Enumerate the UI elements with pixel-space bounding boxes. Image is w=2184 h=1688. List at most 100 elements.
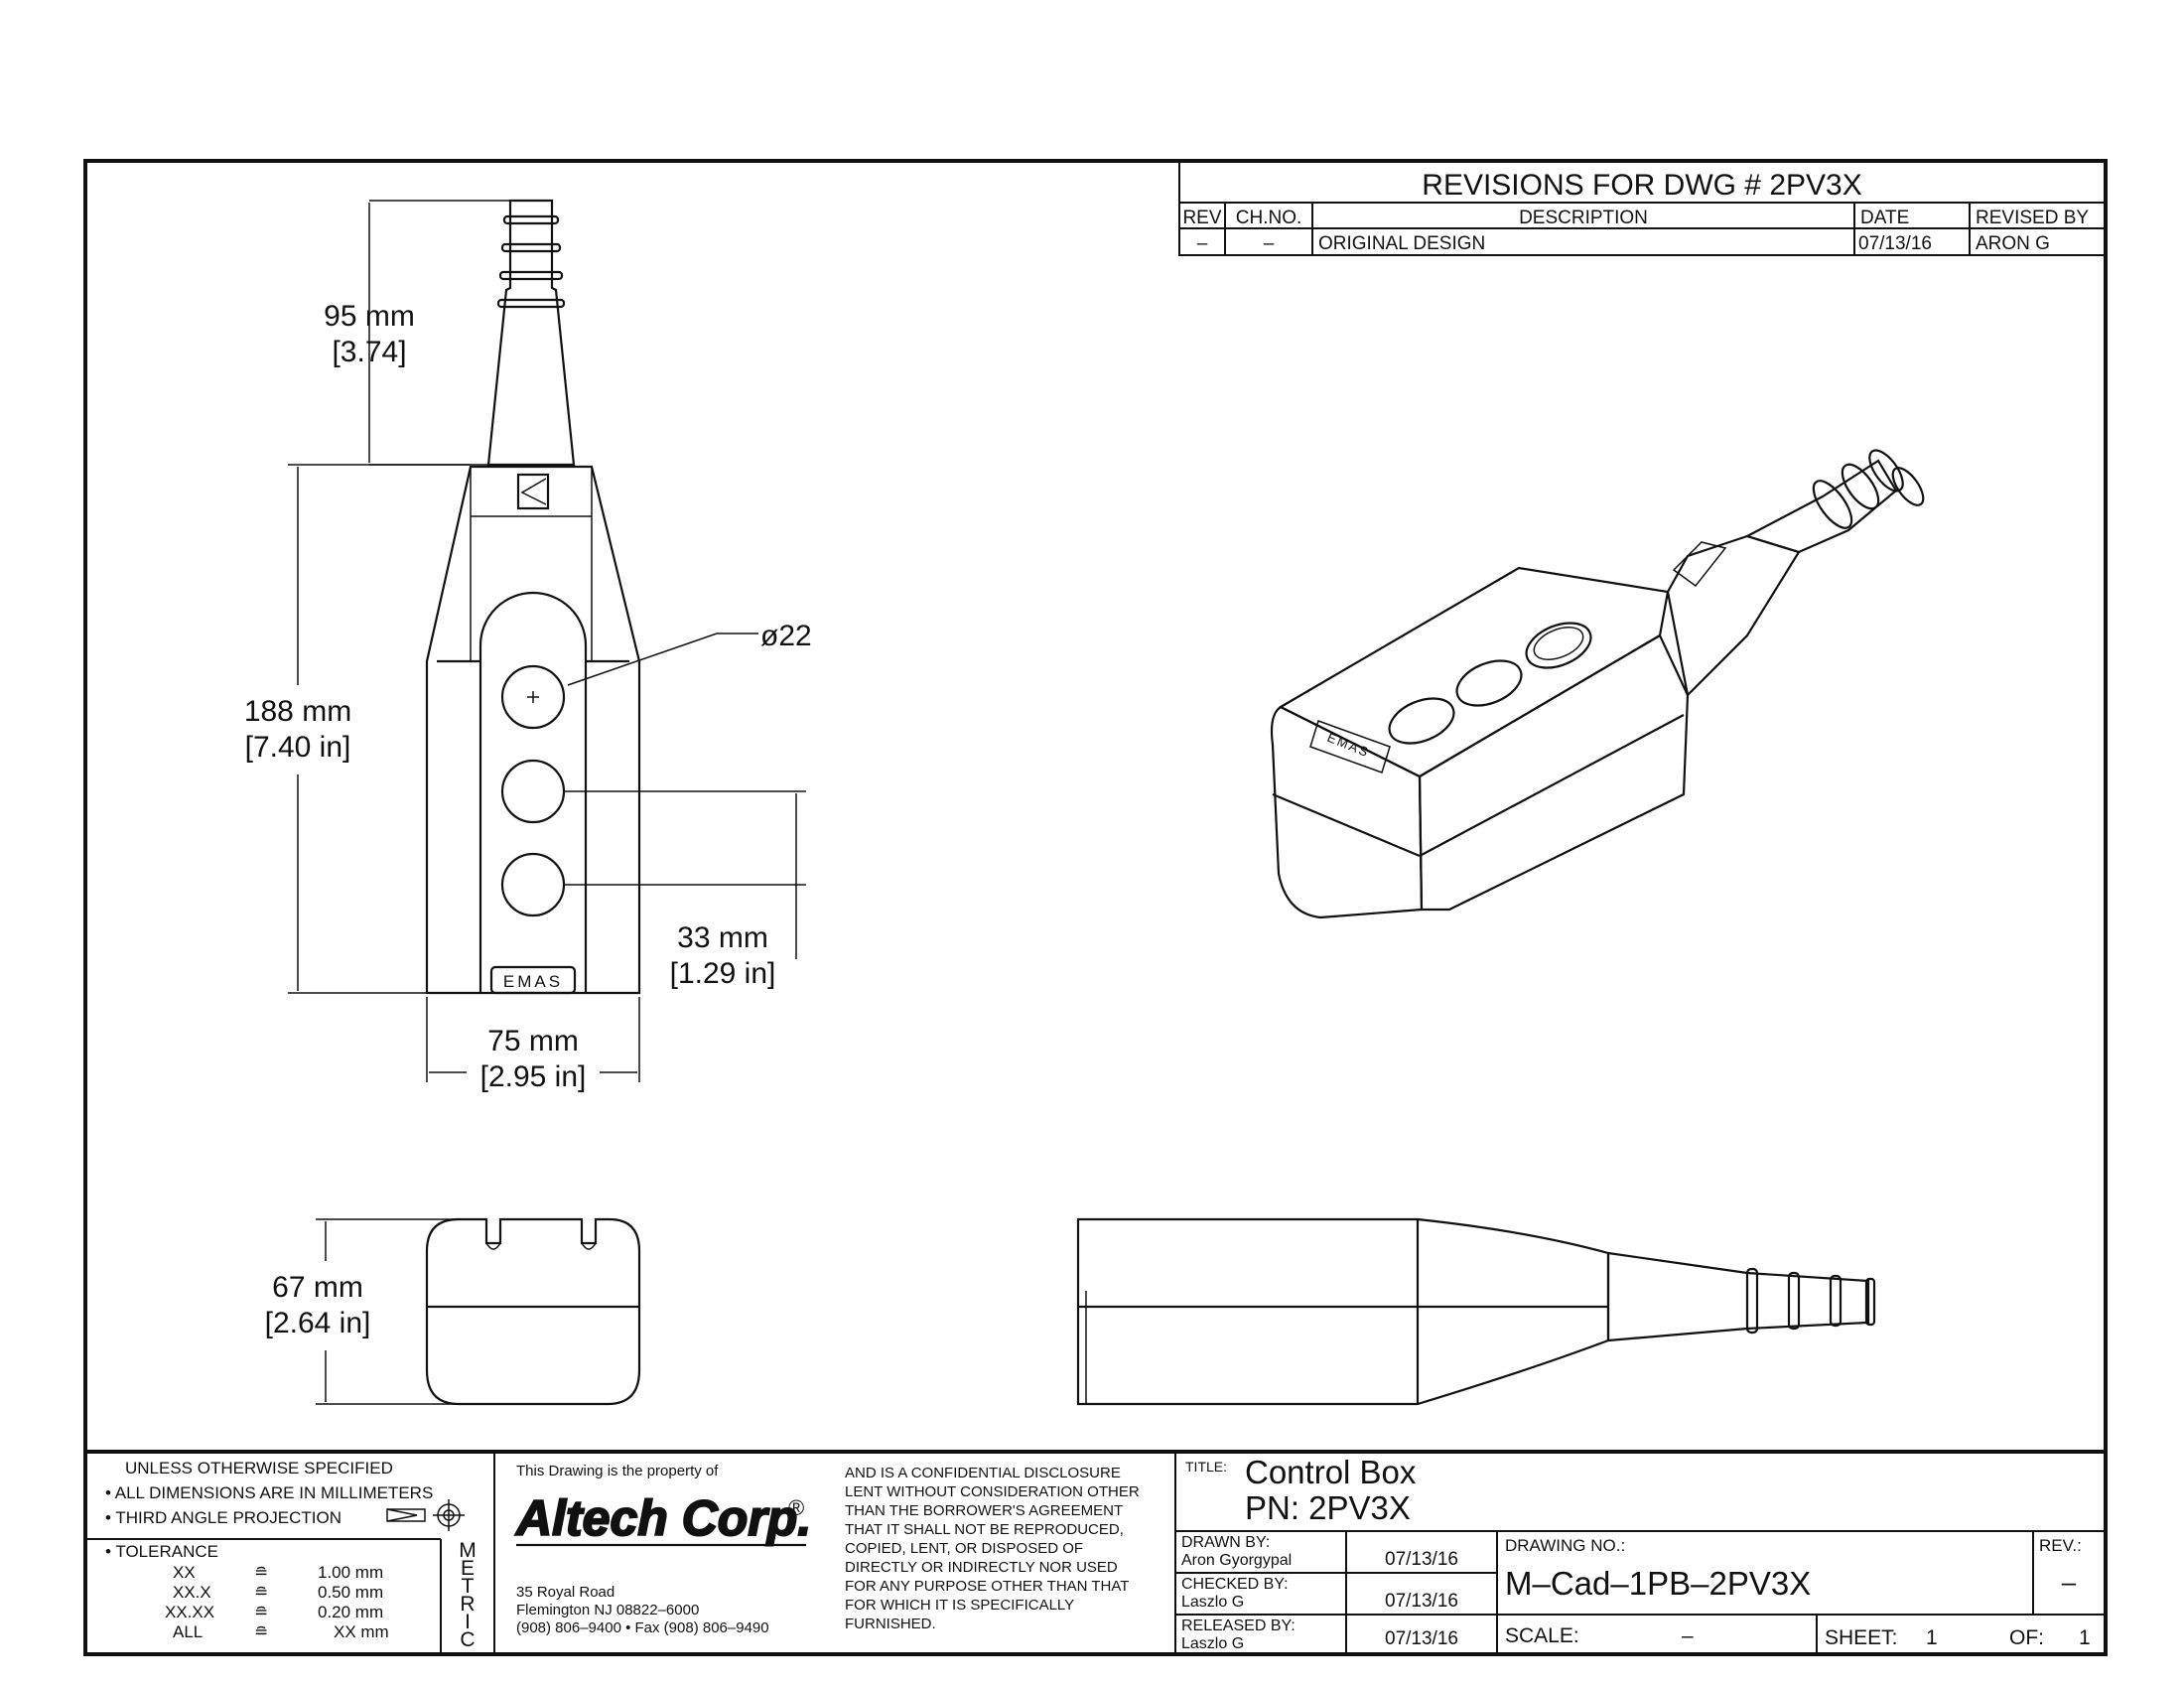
company-address-2: Flemington NJ 08822–6000 — [516, 1602, 699, 1618]
revisions-table: REVISIONS FOR DWG # 2PV3X REV CH.NO. DES… — [1178, 161, 2106, 256]
dim-button-diameter: ø22 — [760, 620, 812, 652]
company-section: This Drawing is the property of Altech C… — [513, 1463, 1140, 1636]
released-label: RELEASED BY: — [1181, 1618, 1296, 1634]
brand-plate-label: EMAS — [503, 972, 563, 991]
property-text: This Drawing is the property of — [516, 1463, 719, 1479]
drawn-date: 07/13/16 — [1385, 1549, 1458, 1570]
iso-button-2 — [1455, 659, 1523, 707]
svg-text:THAT IT SHALL NOT BE REPRODUCE: THAT IT SHALL NOT BE REPRODUCED, — [845, 1521, 1124, 1538]
drawn-by: Aron Gyorgypal — [1181, 1552, 1292, 1569]
svg-text:AND IS A CONFIDENTIAL DISCLOSU: AND IS A CONFIDENTIAL DISCLOSURE — [845, 1465, 1121, 1481]
note-projection: • THIRD ANGLE PROJECTION — [105, 1508, 341, 1527]
svg-text:THAN THE BORROWER'S AGREEMENT: THAN THE BORROWER'S AGREEMENT — [845, 1502, 1123, 1519]
revision-description: ORIGINAL DESIGN — [1318, 233, 1485, 254]
iso-button-1 — [1388, 697, 1455, 745]
title-block: TITLE: Control Box PN: 2PV3X DRAWN BY: A… — [1174, 1452, 2106, 1654]
svg-text:XX: XX — [173, 1563, 196, 1582]
revision-chno: – — [1264, 233, 1275, 254]
dim-button-pitch: 33 mm — [677, 921, 768, 954]
metric-label: M E T R I C — [459, 1539, 477, 1651]
svg-text:FURNISHED.: FURNISHED. — [845, 1616, 936, 1632]
notes-section: UNLESS OTHERWISE SPECIFIED • ALL DIMENSI… — [85, 1452, 495, 1654]
registered-mark: ® — [788, 1495, 804, 1520]
dim-body-height-in: [7.40 in] — [245, 731, 351, 764]
front-view-dimensions: 95 mm [3.74] 188 mm [7.40 in] ø22 33 mm … — [228, 200, 812, 1093]
svg-text:≘: ≘ — [254, 1622, 268, 1641]
svg-text:COPIED, LENT, OR DISPOSED OF: COPIED, LENT, OR DISPOSED OF — [845, 1540, 1083, 1557]
dim-cable-length-in: [3.74] — [332, 336, 406, 368]
tolerance-row: ALL ≘ XX mm — [173, 1622, 389, 1641]
svg-text:FOR ANY PURPOSE OTHER THAN THA: FOR ANY PURPOSE OTHER THAN THAT — [845, 1578, 1129, 1595]
push-button-2 — [500, 759, 566, 824]
released-date: 07/13/16 — [1385, 1628, 1458, 1649]
revisions-title: REVISIONS FOR DWG # 2PV3X — [1422, 169, 1861, 202]
of-value: 1 — [2079, 1626, 2091, 1649]
cable-gland — [486, 199, 576, 467]
front-view: EMAS — [425, 199, 641, 995]
brand-plate — [489, 965, 577, 995]
svg-text:≘: ≘ — [254, 1603, 268, 1621]
company-address-1: 35 Royal Road — [516, 1584, 614, 1601]
svg-text:XX.XX: XX.XX — [165, 1603, 214, 1621]
chno-header: CH.NO. — [1236, 208, 1302, 228]
dim-depth-in: [2.64 in] — [265, 1307, 371, 1339]
confidential-notice: AND IS A CONFIDENTIAL DISCLOSURE LENT WI… — [845, 1465, 1140, 1632]
drawing-no-label: DRAWING NO.: — [1505, 1536, 1625, 1555]
revision-date: 07/13/16 — [1858, 233, 1932, 254]
svg-text:T: T — [462, 1575, 475, 1598]
date-header: DATE — [1860, 208, 1909, 228]
rev-value: – — [2062, 1567, 2077, 1597]
svg-text:C: C — [460, 1628, 475, 1651]
scale-value: – — [1682, 1624, 1694, 1647]
checked-label: CHECKED BY: — [1181, 1576, 1289, 1593]
revised-by-header: REVISED BY — [1976, 208, 2089, 228]
released-by: Laszlo G — [1181, 1635, 1244, 1652]
svg-text:XX.X: XX.X — [173, 1583, 211, 1602]
sheet-value: 1 — [1926, 1626, 1938, 1649]
scale-label: SCALE: — [1505, 1624, 1579, 1647]
side-view — [1076, 1217, 1876, 1406]
checked-by: Laszlo G — [1181, 1594, 1244, 1611]
revision-row: – – ORIGINAL DESIGN 07/13/16 ARON G — [1197, 233, 2050, 254]
company-logo: Altech Corp. — [514, 1490, 811, 1546]
dim-button-pitch-in: [1.29 in] — [670, 957, 776, 990]
svg-text:FOR WHICH IT IS SPECIFICALLY: FOR WHICH IT IS SPECIFICALLY — [845, 1597, 1074, 1614]
svg-text:LENT WITHOUT CONSIDERATION OTH: LENT WITHOUT CONSIDERATION OTHER — [845, 1483, 1140, 1500]
svg-text:≘: ≘ — [254, 1583, 268, 1602]
svg-text:E: E — [461, 1557, 475, 1580]
iso-button-3 — [1525, 622, 1592, 669]
dim-body-width-in: [2.95 in] — [480, 1060, 587, 1093]
revision-rev: – — [1197, 233, 1208, 254]
drawing-number: M–Cad–1PB–2PV3X — [1505, 1565, 1811, 1602]
tolerance-row: XX ≘ 1.00 mm — [173, 1563, 383, 1582]
tolerance-row: XX.X ≘ 0.50 mm — [173, 1583, 383, 1602]
svg-text:ALL: ALL — [173, 1622, 203, 1641]
company-phone: (908) 806–9400 • Fax (908) 806–9490 — [516, 1619, 769, 1636]
tolerance-row: XX.XX ≘ 0.20 mm — [165, 1603, 383, 1621]
part-number: PN: 2PV3X — [1245, 1489, 1411, 1526]
dim-depth: 67 mm — [272, 1271, 363, 1304]
of-label: OF: — [2009, 1626, 2044, 1649]
revision-revised-by: ARON G — [1976, 233, 2050, 254]
svg-text:≘: ≘ — [254, 1563, 268, 1582]
sheet-label: SHEET: — [1825, 1626, 1898, 1649]
title-label: TITLE: — [1185, 1459, 1227, 1475]
push-button-1 — [500, 664, 566, 730]
dim-body-width: 75 mm — [487, 1025, 579, 1057]
svg-text:DIRECTLY OR INDIRECTLY NOR USE: DIRECTLY OR INDIRECTLY NOR USED — [845, 1559, 1118, 1576]
iso-brand-label: EMAS — [1325, 730, 1372, 761]
rev-header: REV — [1182, 208, 1221, 228]
svg-text:R: R — [460, 1593, 475, 1616]
dim-cable-length: 95 mm — [324, 300, 415, 333]
checked-date: 07/13/16 — [1385, 1591, 1458, 1612]
rev-label: REV.: — [2039, 1536, 2082, 1555]
svg-text:XX mm: XX mm — [334, 1622, 389, 1641]
drawing-title: Control Box — [1245, 1454, 1417, 1490]
end-view: 67 mm [2.64 in] — [256, 1217, 641, 1406]
svg-text:I: I — [465, 1611, 471, 1633]
note-unless: UNLESS OTHERWISE SPECIFIED — [125, 1459, 393, 1477]
isometric-view: EMAS — [1270, 449, 1925, 919]
description-header: DESCRIPTION — [1519, 208, 1648, 228]
svg-text:1.00 mm: 1.00 mm — [318, 1563, 383, 1582]
